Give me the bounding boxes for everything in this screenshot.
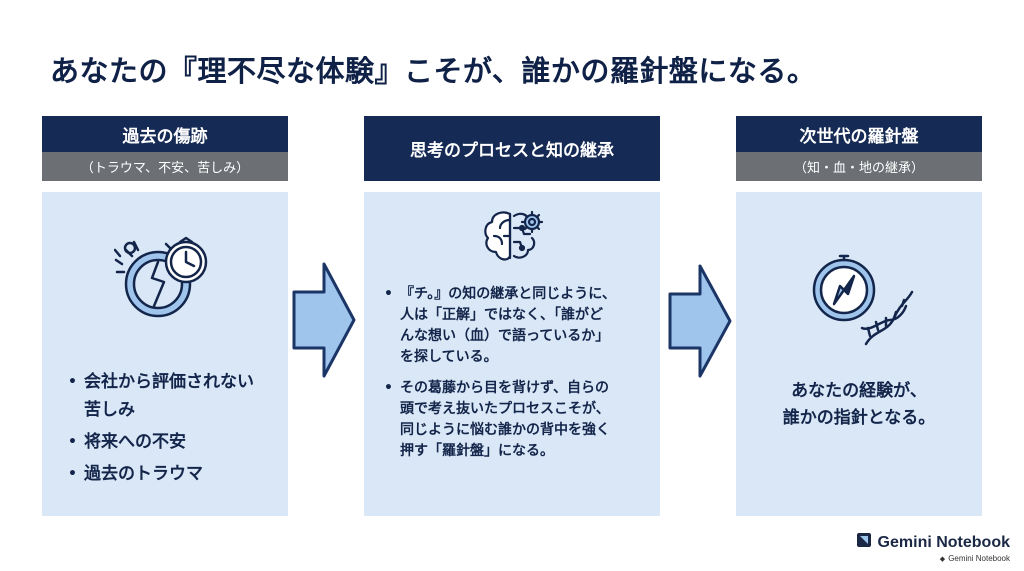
column-header: 過去の傷跡 [42, 116, 288, 152]
right-arrow-icon [292, 260, 358, 380]
logo-subname: Gemini Notebook [948, 554, 1010, 563]
column-subheader: （知・血・地の継承） [736, 152, 982, 181]
compass-dna-icon [804, 252, 916, 352]
column-next-compass: 次世代の羅針盤 （知・血・地の継承） あなたの経験が、 誰かの指針となる。 [736, 116, 982, 516]
column-panel: •『チ。』の知の継承と同じように、 人は「正解」ではなく、「誰がど んな想い（血… [364, 192, 660, 516]
list-item: •その葛藤から目を背けず、自らの 頭で考え抜いたプロセスこそが、 同じように悩む… [384, 380, 610, 459]
column-thinking-process: 思考のプロセスと知の継承 •『チ。』の知の継承と同じように、 人は「 [364, 116, 660, 516]
right-arrow-icon [668, 262, 734, 380]
column-panel: あなたの経験が、 誰かの指針となる。 [736, 192, 982, 516]
list-item: •会社から評価されない 苦しみ [68, 372, 254, 420]
page-title: あなたの『理不尽な体験』こそが、誰かの羅針盤になる。 [50, 54, 817, 88]
process-list: •『チ。』の知の継承と同じように、 人は「正解」ではなく、「誰がど んな想い（血… [382, 284, 658, 462]
logo-name: Gemini Notebook [877, 533, 1010, 551]
broken-clock-icon [113, 228, 218, 324]
pain-list: •会社から評価されない 苦しみ •将来への不安 •過去のトラウマ [66, 368, 286, 488]
list-item: •将来への不安 [68, 432, 186, 452]
column-header: 次世代の羅針盤 [736, 116, 982, 152]
sparkle-icon: ◆ [939, 555, 946, 563]
column-header: 思考のプロセスと知の継承 [364, 116, 660, 181]
column-panel: •会社から評価されない 苦しみ •将来への不安 •過去のトラウマ [42, 192, 288, 516]
brain-gear-icon [480, 206, 546, 266]
column-subheader: （トラウマ、不安、苦しみ） [42, 152, 288, 181]
list-item: •過去のトラウマ [68, 464, 203, 484]
column-past-scars: 過去の傷跡 （トラウマ、不安、苦しみ） • [42, 116, 288, 516]
compass-message: あなたの経験が、 誰かの指針となる。 [782, 381, 936, 428]
list-item: •『チ。』の知の継承と同じように、 人は「正解」ではなく、「誰がど んな想い（血… [384, 286, 616, 365]
brand-logo: Gemini Notebook ◆ Gemini Notebook [856, 532, 1010, 563]
notebook-icon [856, 532, 872, 553]
